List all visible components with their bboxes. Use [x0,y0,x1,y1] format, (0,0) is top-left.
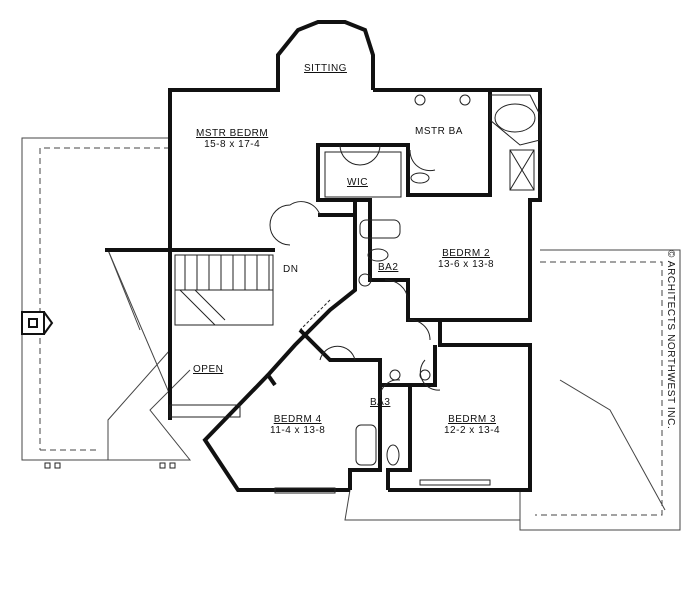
bedroom4-size: 11-4 x 13-8 [270,425,326,436]
interior-lines [44,94,541,494]
walls [105,20,542,492]
wic-label: WIC [347,177,368,188]
bath2-label: BA2 [378,262,399,273]
stairs-down-label: DN [283,264,299,275]
bedroom2-name: BEDRM 2 [442,248,491,259]
open-label: OPEN [193,364,224,375]
sitting-label: SITTING [304,63,347,74]
master-bedroom-name: MSTR BEDRM [196,128,269,139]
bedroom4-name: BEDRM 4 [273,414,322,425]
chimney [21,311,54,335]
bath3-label: BA3 [370,397,391,408]
bedroom3-size: 12-2 x 13-4 [444,425,501,436]
bedroom3-name: BEDRM 3 [448,414,497,425]
master-bath-label: MSTR BA [415,126,463,137]
copyright-text: © ARCHITECTS NORTHWEST INC. [665,250,676,430]
bedroom2-size: 13-6 x 13-8 [438,259,495,270]
master-bedroom-size: 15-8 x 17-4 [204,139,261,150]
